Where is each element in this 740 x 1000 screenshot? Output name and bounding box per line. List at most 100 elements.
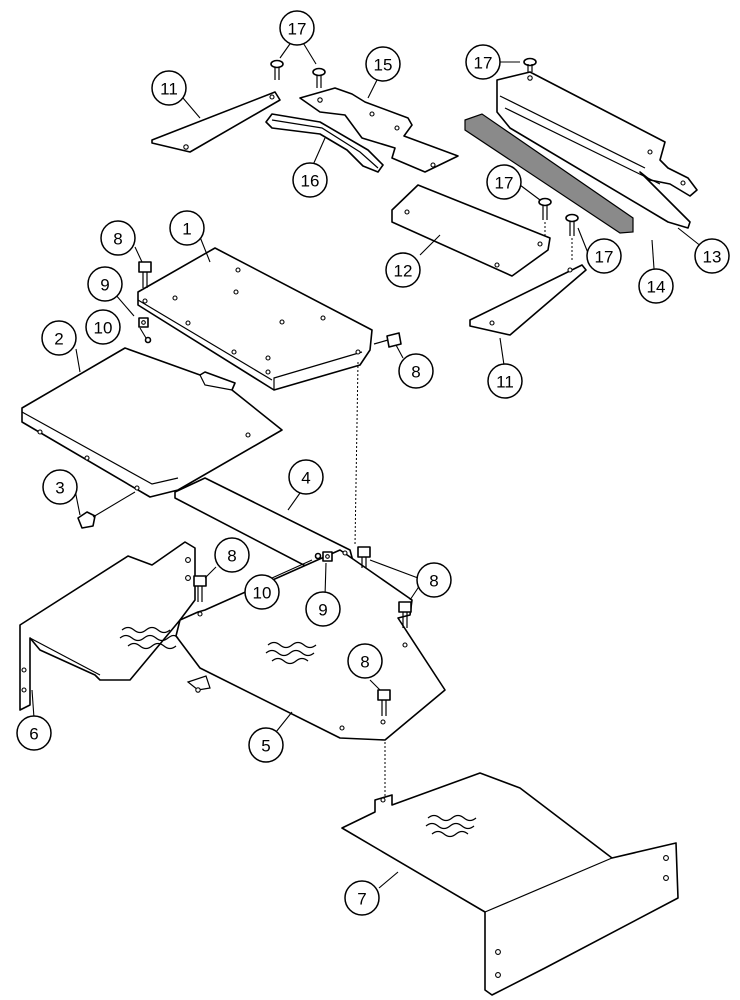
callout-label: 8 (411, 363, 420, 382)
callout-circle (365, 46, 401, 82)
nut-9-b (322, 551, 333, 562)
bolt-8-d (357, 546, 371, 568)
callout-label: 10 (94, 319, 113, 338)
callout-label: 7 (357, 890, 366, 909)
bolt-8-a (138, 261, 152, 288)
screw-17-a (270, 59, 284, 80)
screw-17-b (312, 67, 326, 88)
callout-8: 8 (100, 220, 136, 256)
callout-label: 9 (318, 601, 327, 620)
callout-label: 15 (374, 56, 393, 75)
nut-9-a (138, 317, 149, 328)
callout-17: 17 (586, 238, 622, 274)
callout-label: 17 (288, 20, 307, 39)
callout-circle (486, 164, 522, 200)
callout-1: 1 (169, 210, 205, 246)
callout-11: 11 (487, 363, 523, 399)
part-12-plate (391, 184, 551, 277)
grille-pattern-right (425, 814, 477, 838)
callout-8: 8 (214, 537, 250, 573)
washer-10-b (314, 552, 322, 560)
part-15-bracket-plate (299, 87, 459, 173)
screw-17-d (538, 197, 552, 238)
bolt-8-b (373, 332, 402, 348)
callout-13: 13 (694, 238, 730, 274)
callout-label: 17 (595, 248, 614, 267)
callout-circle (398, 353, 434, 389)
callout-circle (279, 10, 315, 46)
callout-8: 8 (347, 643, 383, 679)
bolt-8-e (398, 601, 412, 628)
callout-circle (292, 162, 328, 198)
callout-4: 4 (288, 459, 324, 495)
callout-circle (248, 727, 284, 763)
part-11-upper-strip (151, 91, 281, 153)
callout-circle (694, 238, 730, 274)
callout-9: 9 (87, 266, 123, 302)
callout-17: 17 (465, 44, 501, 80)
part-5-center-plate (175, 549, 446, 741)
callout-circle (305, 591, 341, 627)
bolt-8-f (377, 689, 391, 716)
callout-label: 4 (301, 469, 310, 488)
callout-14: 14 (638, 268, 674, 304)
part-2-tray (21, 347, 283, 498)
callout-label: 3 (55, 479, 64, 498)
callout-10: 10 (85, 309, 121, 345)
callout-circle (288, 459, 324, 495)
callout-6: 6 (16, 715, 52, 751)
callout-circle (85, 309, 121, 345)
screw-17-e (565, 213, 579, 262)
part-16-angled-bar (265, 113, 384, 173)
callout-17: 17 (486, 164, 522, 200)
callout-label: 8 (429, 572, 438, 591)
callout-label: 10 (253, 584, 272, 603)
washer-10-a (144, 336, 152, 344)
callout-circle (385, 252, 421, 288)
part-7-right-mount (341, 742, 679, 996)
callout-circle (416, 562, 452, 598)
callout-16: 16 (292, 162, 328, 198)
callout-circle (151, 70, 187, 106)
callout-5: 5 (248, 727, 284, 763)
callout-circle (41, 320, 77, 356)
callout-10: 10 (244, 574, 280, 610)
callout-label: 17 (474, 54, 493, 73)
callout-label: 6 (29, 725, 38, 744)
callout-circle (87, 266, 123, 302)
bolt-8-c (193, 575, 207, 602)
callout-label: 8 (227, 547, 236, 566)
callout-circle (100, 220, 136, 256)
callout-circle (244, 574, 280, 610)
callout-label: 11 (496, 373, 514, 392)
callout-circle (16, 715, 52, 751)
callout-label: 13 (703, 248, 722, 267)
grille-pattern-center (265, 641, 317, 665)
callout-2: 2 (41, 320, 77, 356)
callout-3: 3 (42, 469, 78, 505)
callout-label: 8 (113, 230, 122, 249)
callout-circle (169, 210, 205, 246)
leader-lines (31, 40, 703, 889)
callout-circle (465, 44, 501, 80)
callout-circle (42, 469, 78, 505)
callout-17: 17 (279, 10, 315, 46)
callout-circle (344, 880, 380, 916)
callout-7: 7 (344, 880, 380, 916)
callout-circle (586, 238, 622, 274)
callout-label: 11 (160, 80, 178, 99)
callout-label: 5 (261, 737, 270, 756)
callout-circle (638, 268, 674, 304)
part-11-lower-strip (469, 264, 587, 336)
part-3-plug (77, 491, 136, 529)
callout-circle (214, 537, 250, 573)
callout-circle (347, 643, 383, 679)
part-14-rubber-strip (464, 113, 634, 234)
part-6-left-mount (19, 541, 196, 711)
callout-11: 11 (151, 70, 187, 106)
callout-label: 8 (360, 653, 369, 672)
callout-label: 16 (301, 172, 320, 191)
callout-label: 2 (54, 330, 63, 349)
